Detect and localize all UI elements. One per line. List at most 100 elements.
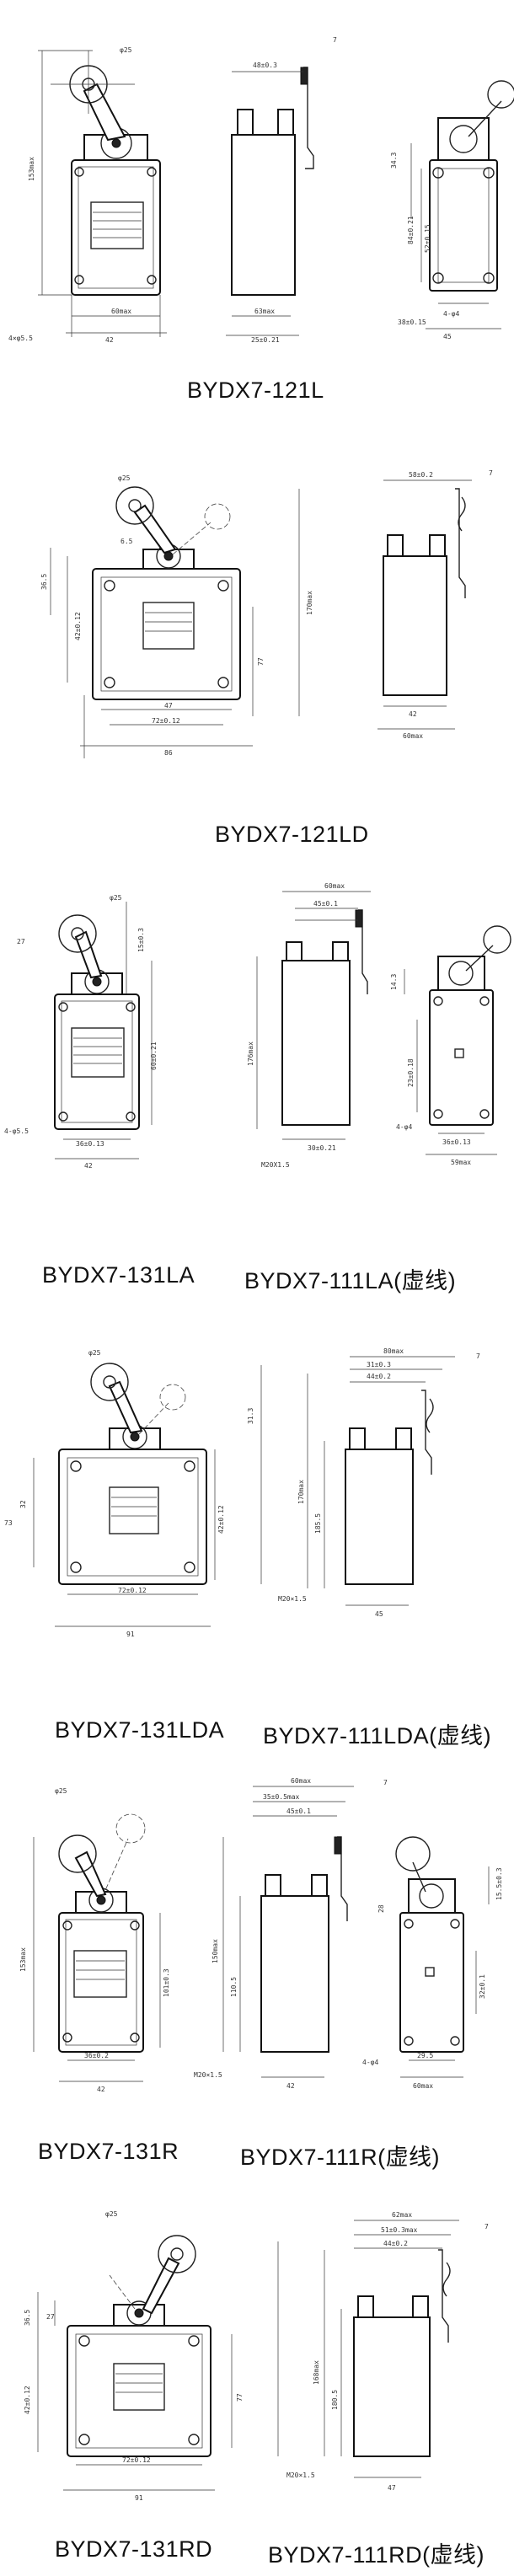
dim-label: 4×φ5.5 (8, 335, 33, 342)
dim-label: 44±0.2 (383, 2240, 408, 2247)
dim-label: φ25 (110, 894, 122, 902)
drawing-section-2: φ25 36.5 6.5 42±0.12 77 170max 47 72±0.1… (0, 438, 514, 876)
model-caption: BYDX7-121L (187, 378, 324, 403)
dim-label: 32 (19, 1500, 27, 1508)
dim-label: 42±0.12 (74, 612, 82, 640)
dim-label: 170max (297, 1480, 305, 1504)
side-view-5 (222, 1786, 354, 2078)
model-caption-right: BYDX7-111LDA(虚线) (263, 1723, 492, 1749)
dim-label: φ25 (105, 2210, 118, 2218)
front-view-4 (33, 1363, 262, 1627)
model-caption-left: BYDX7-131LDA (55, 1717, 225, 1743)
dim-label: 7 (489, 469, 493, 477)
drawing-section-1: φ25 153max 60max 42 4×φ5.5 48±0.3 7 63ma… (0, 0, 514, 421)
dim-label: 4-φ4 (362, 2059, 378, 2066)
dim-label: 7 (485, 2223, 489, 2231)
technical-drawing-4: φ25 32 31.3 42±0.12 73 72±0.12 91 80max … (4, 1347, 480, 1638)
dim-label: 80max (383, 1347, 404, 1355)
dim-label: 42 (105, 336, 114, 344)
dim-label: 62max (392, 2211, 412, 2219)
dim-label: φ25 (88, 1349, 101, 1357)
dim-label: 31.3 (247, 1408, 254, 1424)
dim-label: M20×1.5 (286, 2472, 315, 2479)
model-caption-right: BYDX7-111RD(虚线) (268, 2542, 485, 2568)
drawing-section-4: φ25 32 31.3 42±0.12 73 72±0.12 91 80max … (0, 1323, 514, 1770)
dim-label: 7 (333, 36, 337, 44)
dim-label: 23±0.18 (407, 1058, 415, 1087)
front-view-2 (50, 486, 300, 758)
dim-label: 72±0.12 (152, 717, 180, 725)
side-view-2 (377, 479, 472, 730)
dim-label: 48±0.3 (253, 62, 277, 69)
front-view-6 (37, 2235, 279, 2491)
model-caption-left: BYDX7-131R (38, 2139, 179, 2164)
front-view-3 (54, 902, 153, 1159)
technical-drawing-6: φ25 36.5 27 42±0.12 77 72±0.12 91 62max … (24, 2210, 489, 2502)
dim-label: 170max (306, 591, 313, 615)
model-caption-right: BYDX7-111R(虚线) (240, 2145, 441, 2170)
dim-label: 60±0.21 (150, 1042, 158, 1070)
dim-label: 15.5±0.3 (495, 1867, 503, 1900)
dim-label: 30±0.21 (308, 1144, 336, 1152)
end-view-3 (404, 925, 511, 1155)
dim-label: 110.5 (230, 1977, 238, 1997)
dim-label: 77 (257, 657, 265, 666)
technical-drawing-3: φ25 15±0.3 27 60±0.21 36±0.13 42 4-φ5.5 … (4, 882, 511, 1170)
dim-label: 32±0.1 (479, 1974, 486, 1999)
dim-label: 86 (164, 749, 173, 757)
end-view-5 (395, 1836, 490, 2078)
dim-label: 77 (236, 2393, 244, 2402)
dim-label: M20×1.5 (278, 1595, 307, 1603)
dim-label: 176max (247, 1042, 254, 1066)
dim-label: 73 (4, 1519, 13, 1527)
dim-label: 14.3 (390, 974, 398, 990)
dim-label: 52±0.15 (424, 224, 431, 253)
dim-label: 91 (135, 2494, 143, 2502)
dim-label: 47 (388, 2484, 396, 2492)
dim-label: 31±0.3 (367, 1361, 391, 1368)
dim-label: 180.5 (331, 2390, 339, 2410)
dim-label: 36±0.2 (84, 2052, 109, 2059)
dim-label: 59max (451, 1159, 471, 1166)
model-caption-left: BYDX7-131LA (42, 1262, 195, 1288)
dim-label: 150max (211, 1939, 219, 1963)
dim-label: 60max (403, 732, 423, 740)
dim-label: 84±0.21 (407, 216, 415, 244)
dim-label: 36.5 (40, 574, 48, 590)
dim-label: 7 (476, 1352, 480, 1360)
dim-label: 42 (409, 710, 417, 718)
dim-label: 36±0.13 (442, 1138, 471, 1146)
dim-label: φ25 (55, 1787, 67, 1795)
dim-label: 4-φ4 (443, 310, 459, 318)
front-view-5 (33, 1813, 161, 2082)
technical-drawing-5: φ25 153max 101±0.3 36±0.2 42 60max 35±0.… (19, 1777, 503, 2093)
dim-label: 27 (17, 938, 25, 945)
dim-label: φ25 (118, 474, 131, 482)
dim-label: 47 (164, 702, 173, 710)
side-view-3 (256, 891, 371, 1140)
side-view-4 (307, 1356, 455, 1606)
dim-label: 42 (286, 2082, 295, 2090)
dim-label: 7 (383, 1779, 388, 1786)
dim-label: 45 (443, 333, 452, 340)
dim-label: M20X1.5 (261, 1161, 290, 1169)
dim-label: 60max (324, 882, 345, 890)
dim-label: 4-φ5.5 (4, 1127, 29, 1135)
model-caption-right: BYDX7-111LA(虚线) (244, 1268, 457, 1293)
dim-label: φ25 (120, 46, 132, 54)
dim-label: 63max (254, 308, 275, 315)
dim-label: 60max (111, 308, 131, 315)
model-caption: BYDX7-121LD (215, 822, 369, 847)
dim-label: 34.3 (390, 153, 398, 169)
dim-label: 101±0.3 (163, 1968, 170, 1997)
dim-label: 51±0.3max (381, 2226, 418, 2234)
dim-label: 72±0.12 (122, 2456, 151, 2464)
dim-label: 4-φ4 (396, 1123, 412, 1131)
dim-label: 45±0.1 (286, 1807, 311, 1815)
side-view-1 (226, 67, 314, 336)
dim-label: 27 (46, 2313, 55, 2321)
dim-label: 42 (97, 2086, 105, 2093)
drawing-section-3: φ25 15±0.3 27 60±0.21 36±0.13 42 4-φ5.5 … (0, 876, 514, 1323)
dim-label: 28 (377, 1904, 385, 1913)
dim-label: 25±0.21 (251, 336, 280, 344)
